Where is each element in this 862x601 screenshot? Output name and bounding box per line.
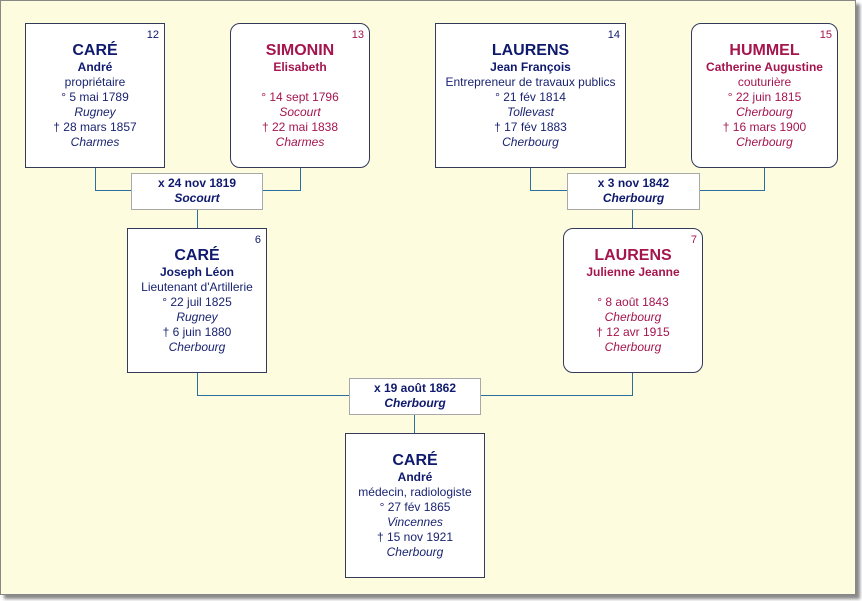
death-place: Charmes (70, 135, 120, 149)
marriage-date: x 3 nov 1842 (597, 176, 670, 190)
person-number: 15 (819, 29, 832, 41)
surname: CARÉ (174, 247, 220, 264)
given-name: Joseph Léon (159, 265, 234, 279)
birth-date: ° 22 juil 1825 (162, 295, 232, 309)
connector-line (632, 372, 633, 395)
birth-place: Socourt (279, 105, 321, 119)
occupation: Lieutenant d'Artillerie (141, 280, 253, 294)
person-number: 6 (254, 234, 261, 246)
given-name: Catherine Augustine (706, 60, 823, 74)
person-card-13[interactable]: 13 SIMONIN Elisabeth ° 14 sept 1796 Soco… (230, 23, 370, 168)
occupation: Entrepreneur de travaux publics (445, 75, 616, 89)
given-name: Elisabeth (273, 60, 327, 74)
birth-place: Cherbourg (736, 105, 793, 119)
marriage-box-14-15: x 3 nov 1842 Cherbourg (567, 173, 700, 210)
birth-date: ° 5 mai 1789 (61, 90, 129, 104)
surname: LAURENS (594, 247, 672, 264)
connector-line (197, 372, 198, 395)
birth-date: ° 27 fév 1865 (379, 500, 451, 514)
birth-date: ° 21 fév 1814 (495, 90, 566, 104)
person-card-7[interactable]: 7 LAURENS Julienne Jeanne ° 8 août 1843 … (563, 228, 703, 373)
person-card-12[interactable]: 12 CARÉ André propriétaire ° 5 mai 1789 … (25, 23, 165, 168)
connector-line (95, 167, 96, 190)
connector-line (530, 167, 531, 190)
surname: CARÉ (392, 452, 438, 469)
occupation (231, 75, 369, 90)
birth-place: Rugney (176, 310, 218, 324)
person-number: 7 (690, 234, 697, 246)
birth-place: Rugney (74, 105, 116, 119)
person-card-6[interactable]: 6 CARÉ Joseph Léon Lieutenant d'Artiller… (127, 228, 267, 373)
death-date: † 22 mai 1838 (261, 120, 339, 134)
death-place: Charmes (275, 135, 325, 149)
marriage-place: Cherbourg (602, 191, 665, 205)
death-date: † 12 avr 1915 (596, 325, 670, 339)
death-place: Cherbourg (168, 340, 226, 354)
death-date: † 6 juin 1880 (162, 325, 232, 339)
birth-place: Cherbourg (604, 310, 662, 324)
birth-place: Vincennes (387, 515, 443, 529)
person-number: 13 (351, 29, 364, 41)
occupation: propriétaire (64, 75, 126, 89)
connector-line (764, 167, 765, 190)
marriage-place: Socourt (174, 191, 220, 205)
marriage-box-6-7: x 19 août 1862 Cherbourg (349, 378, 481, 415)
death-place: Cherbourg (386, 545, 444, 559)
person-number: 14 (607, 29, 620, 41)
marriage-date: x 19 août 1862 (373, 381, 457, 395)
person-number: 12 (146, 29, 159, 41)
death-place: Cherbourg (736, 135, 793, 149)
marriage-date: x 24 nov 1819 (157, 176, 237, 190)
death-date: † 15 nov 1921 (376, 530, 454, 544)
given-name: Jean François (490, 60, 571, 74)
birth-date: ° 8 août 1843 (597, 295, 669, 309)
surname: SIMONIN (265, 42, 335, 59)
surname: HUMMEL (729, 42, 800, 59)
death-date: † 17 fév 1883 (494, 120, 567, 134)
death-place: Cherbourg (502, 135, 559, 149)
given-name: André (397, 470, 433, 484)
surname: LAURENS (491, 42, 570, 59)
person-card-14[interactable]: 14 LAURENS Jean François Entrepreneur de… (435, 23, 626, 168)
occupation: médecin, radiologiste (358, 485, 472, 499)
given-name: André (77, 60, 113, 74)
death-date: † 28 mars 1857 (53, 120, 137, 134)
marriage-box-12-13: x 24 nov 1819 Socourt (131, 173, 263, 210)
occupation (564, 280, 702, 295)
connector-line (300, 167, 301, 190)
death-place: Cherbourg (604, 340, 662, 354)
occupation: couturière (737, 75, 792, 89)
marriage-place: Cherbourg (384, 396, 446, 410)
surname: CARÉ (72, 42, 118, 59)
birth-date: ° 14 sept 1796 (261, 90, 339, 104)
birth-place: Tollevast (507, 105, 554, 119)
person-card-root[interactable]: CARÉ André médecin, radiologiste ° 27 fé… (345, 433, 485, 578)
given-name: Julienne Jeanne (586, 265, 680, 279)
death-date: † 16 mars 1900 (722, 120, 807, 134)
person-card-15[interactable]: 15 HUMMEL Catherine Augustine couturière… (691, 23, 838, 168)
birth-date: ° 22 juin 1815 (727, 90, 802, 104)
